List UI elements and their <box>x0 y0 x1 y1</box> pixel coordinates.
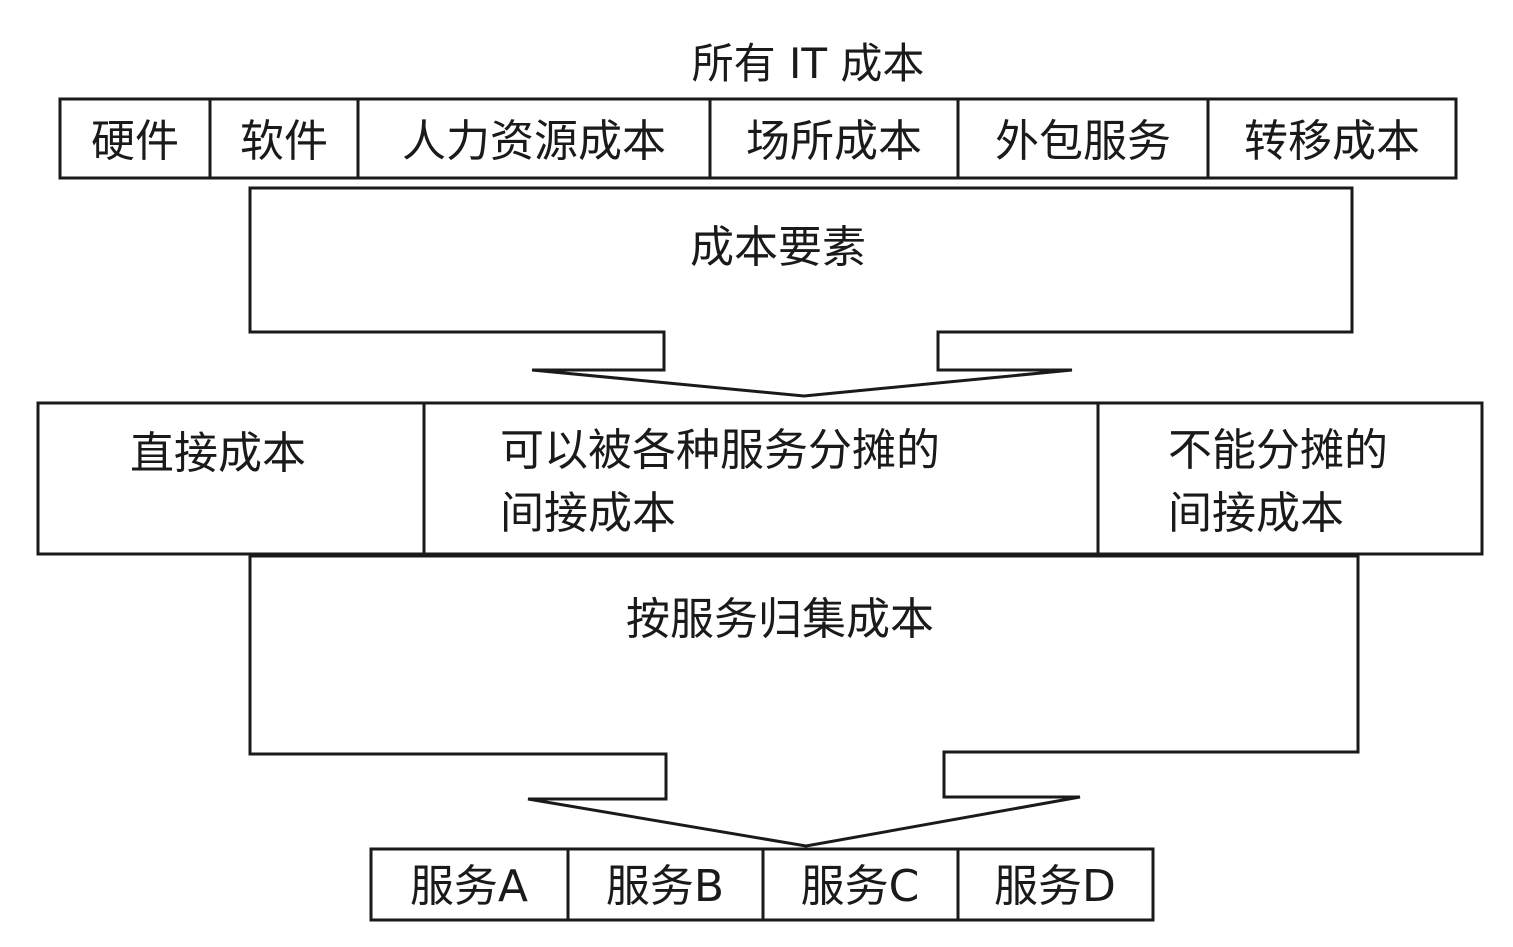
cost-category-cell <box>58 97 212 180</box>
diagram-title: 所有 IT 成本 <box>692 39 925 88</box>
service-label: 服务D <box>994 861 1116 912</box>
cost-category-label: 软件 <box>240 116 328 167</box>
cost-category-cell <box>208 97 360 180</box>
collect-by-service-label: 按服务归集成本 <box>626 594 934 645</box>
cost-elements-label: 成本要素 <box>690 222 866 273</box>
cost-category-cell <box>356 97 712 180</box>
unshared-indirect-cost-cell <box>1096 401 1484 556</box>
shared-indirect-cost-cell <box>422 401 1100 556</box>
service-label: 服务C <box>801 861 920 912</box>
shared-indirect-cost-label-line1: 可以被各种服务分摊的 <box>500 425 940 476</box>
service-label: 服务A <box>410 861 528 912</box>
cost-category-cell <box>1206 97 1458 180</box>
cost-elements-arrow: 成本要素 <box>248 186 1354 398</box>
service-cell <box>369 847 570 922</box>
service-row: 服务A 服务B 服务C 服务D <box>369 847 1155 922</box>
service-cell <box>566 847 765 922</box>
unshared-indirect-cost-label-line1: 不能分摊的 <box>1168 425 1388 476</box>
direct-cost-cell <box>36 401 426 556</box>
service-cell <box>956 847 1155 922</box>
cost-category-label: 转移成本 <box>1244 116 1420 167</box>
direct-cost-label: 直接成本 <box>130 428 306 479</box>
cost-category-label: 人力资源成本 <box>402 116 666 167</box>
cost-category-row: 硬件 软件 人力资源成本 场所成本 外包服务 转移成本 <box>58 97 1458 180</box>
unshared-indirect-cost-label-line2: 间接成本 <box>1168 488 1344 539</box>
cost-category-label: 外包服务 <box>995 116 1171 167</box>
cost-category-label: 硬件 <box>91 116 179 167</box>
service-cell <box>761 847 960 922</box>
service-label: 服务B <box>606 861 724 912</box>
collect-by-service-arrow: 按服务归集成本 <box>248 554 1360 848</box>
shared-indirect-cost-label-line2: 间接成本 <box>500 488 676 539</box>
cost-category-label: 场所成本 <box>746 116 922 167</box>
cost-category-cell <box>956 97 1210 180</box>
cost-type-row: 直接成本 可以被各种服务分摊的 间接成本 不能分摊的 间接成本 <box>36 401 1484 556</box>
